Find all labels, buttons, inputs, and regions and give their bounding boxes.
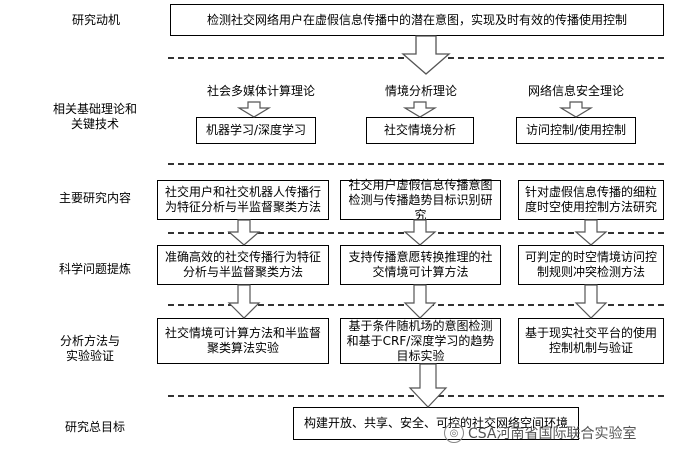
content-col2: 社交用户虚假信息传播意图检测与传播趋势目标识别研究 bbox=[340, 178, 501, 222]
separator-2 bbox=[168, 163, 664, 165]
problem-col3: 可判定的时空情境访问控制规则冲突检测方法 bbox=[518, 245, 664, 285]
watermark-text: CSA河南省国际联合实验室 bbox=[468, 426, 637, 442]
label-motivation: 研究动机 bbox=[71, 13, 120, 27]
label-goal: 研究总目标 bbox=[64, 420, 125, 434]
arrow-content3-down bbox=[574, 219, 608, 246]
arrow-problem2-down bbox=[403, 284, 437, 319]
theory-col3-top: 网络信息安全理论 bbox=[527, 83, 624, 98]
theory-col1-top: 社会多媒体计算理论 bbox=[206, 83, 315, 98]
label-problem: 科学问题提炼 bbox=[58, 262, 131, 276]
watermark: ◎ CSA河南省国际联合实验室 bbox=[444, 421, 679, 445]
theory-col2-top: 情境分析理论 bbox=[384, 83, 457, 98]
label-theory: 相关基础理论和关键技术 bbox=[52, 102, 137, 131]
arrow-theory3-down bbox=[558, 101, 594, 118]
arrow-theory1-down bbox=[236, 101, 272, 118]
motivation-box: 检测社交网络用户在虚假信息传播中的潜在意图，实现及时有效的传播使用控制 bbox=[170, 4, 664, 36]
arrow-motivation-down bbox=[401, 35, 451, 75]
arrow-theory2-down bbox=[402, 101, 438, 118]
separator-5 bbox=[168, 395, 664, 397]
method-col2: 基于条件随机场的意图检测和基于CRF/深度学习的趋势目标实验 bbox=[340, 318, 501, 364]
content-col3: 针对虚假信息传播的细粒度时空使用控制方法研究 bbox=[518, 180, 664, 220]
arrow-problem3-down bbox=[574, 284, 608, 319]
arrow-content1-down bbox=[227, 219, 261, 246]
content-col1: 社交用户和社交机器人传播行为特征分析与半监督聚类方法 bbox=[157, 180, 329, 220]
arrow-content2-down bbox=[403, 219, 437, 246]
wechat-logo-icon: ◎ bbox=[444, 423, 464, 443]
arrow-method-to-goal bbox=[408, 363, 448, 408]
label-method: 分析方法与实验验证 bbox=[60, 334, 121, 363]
theory-col1-bottom: 机器学习/深度学习 bbox=[196, 117, 316, 144]
method-col1: 社交情境可计算方法和半监督聚类算法实验 bbox=[157, 318, 329, 364]
problem-col1: 准确高效的社交传播行为特征分析与半监督聚类方法 bbox=[157, 245, 329, 285]
theory-col3-bottom: 访问控制/使用控制 bbox=[516, 117, 636, 144]
arrow-problem1-down bbox=[227, 284, 261, 319]
problem-col2: 支持传播意愿转换推理的社交情境可计算方法 bbox=[340, 245, 501, 285]
method-col3: 基于现实社交平台的使用控制机制与验证 bbox=[518, 318, 664, 364]
label-content: 主要研究内容 bbox=[58, 191, 131, 205]
theory-col2-bottom: 社交情境分析 bbox=[366, 117, 474, 144]
goal-box: 构建开放、共享、安全、可控的社交网络空间环境 bbox=[293, 407, 579, 440]
